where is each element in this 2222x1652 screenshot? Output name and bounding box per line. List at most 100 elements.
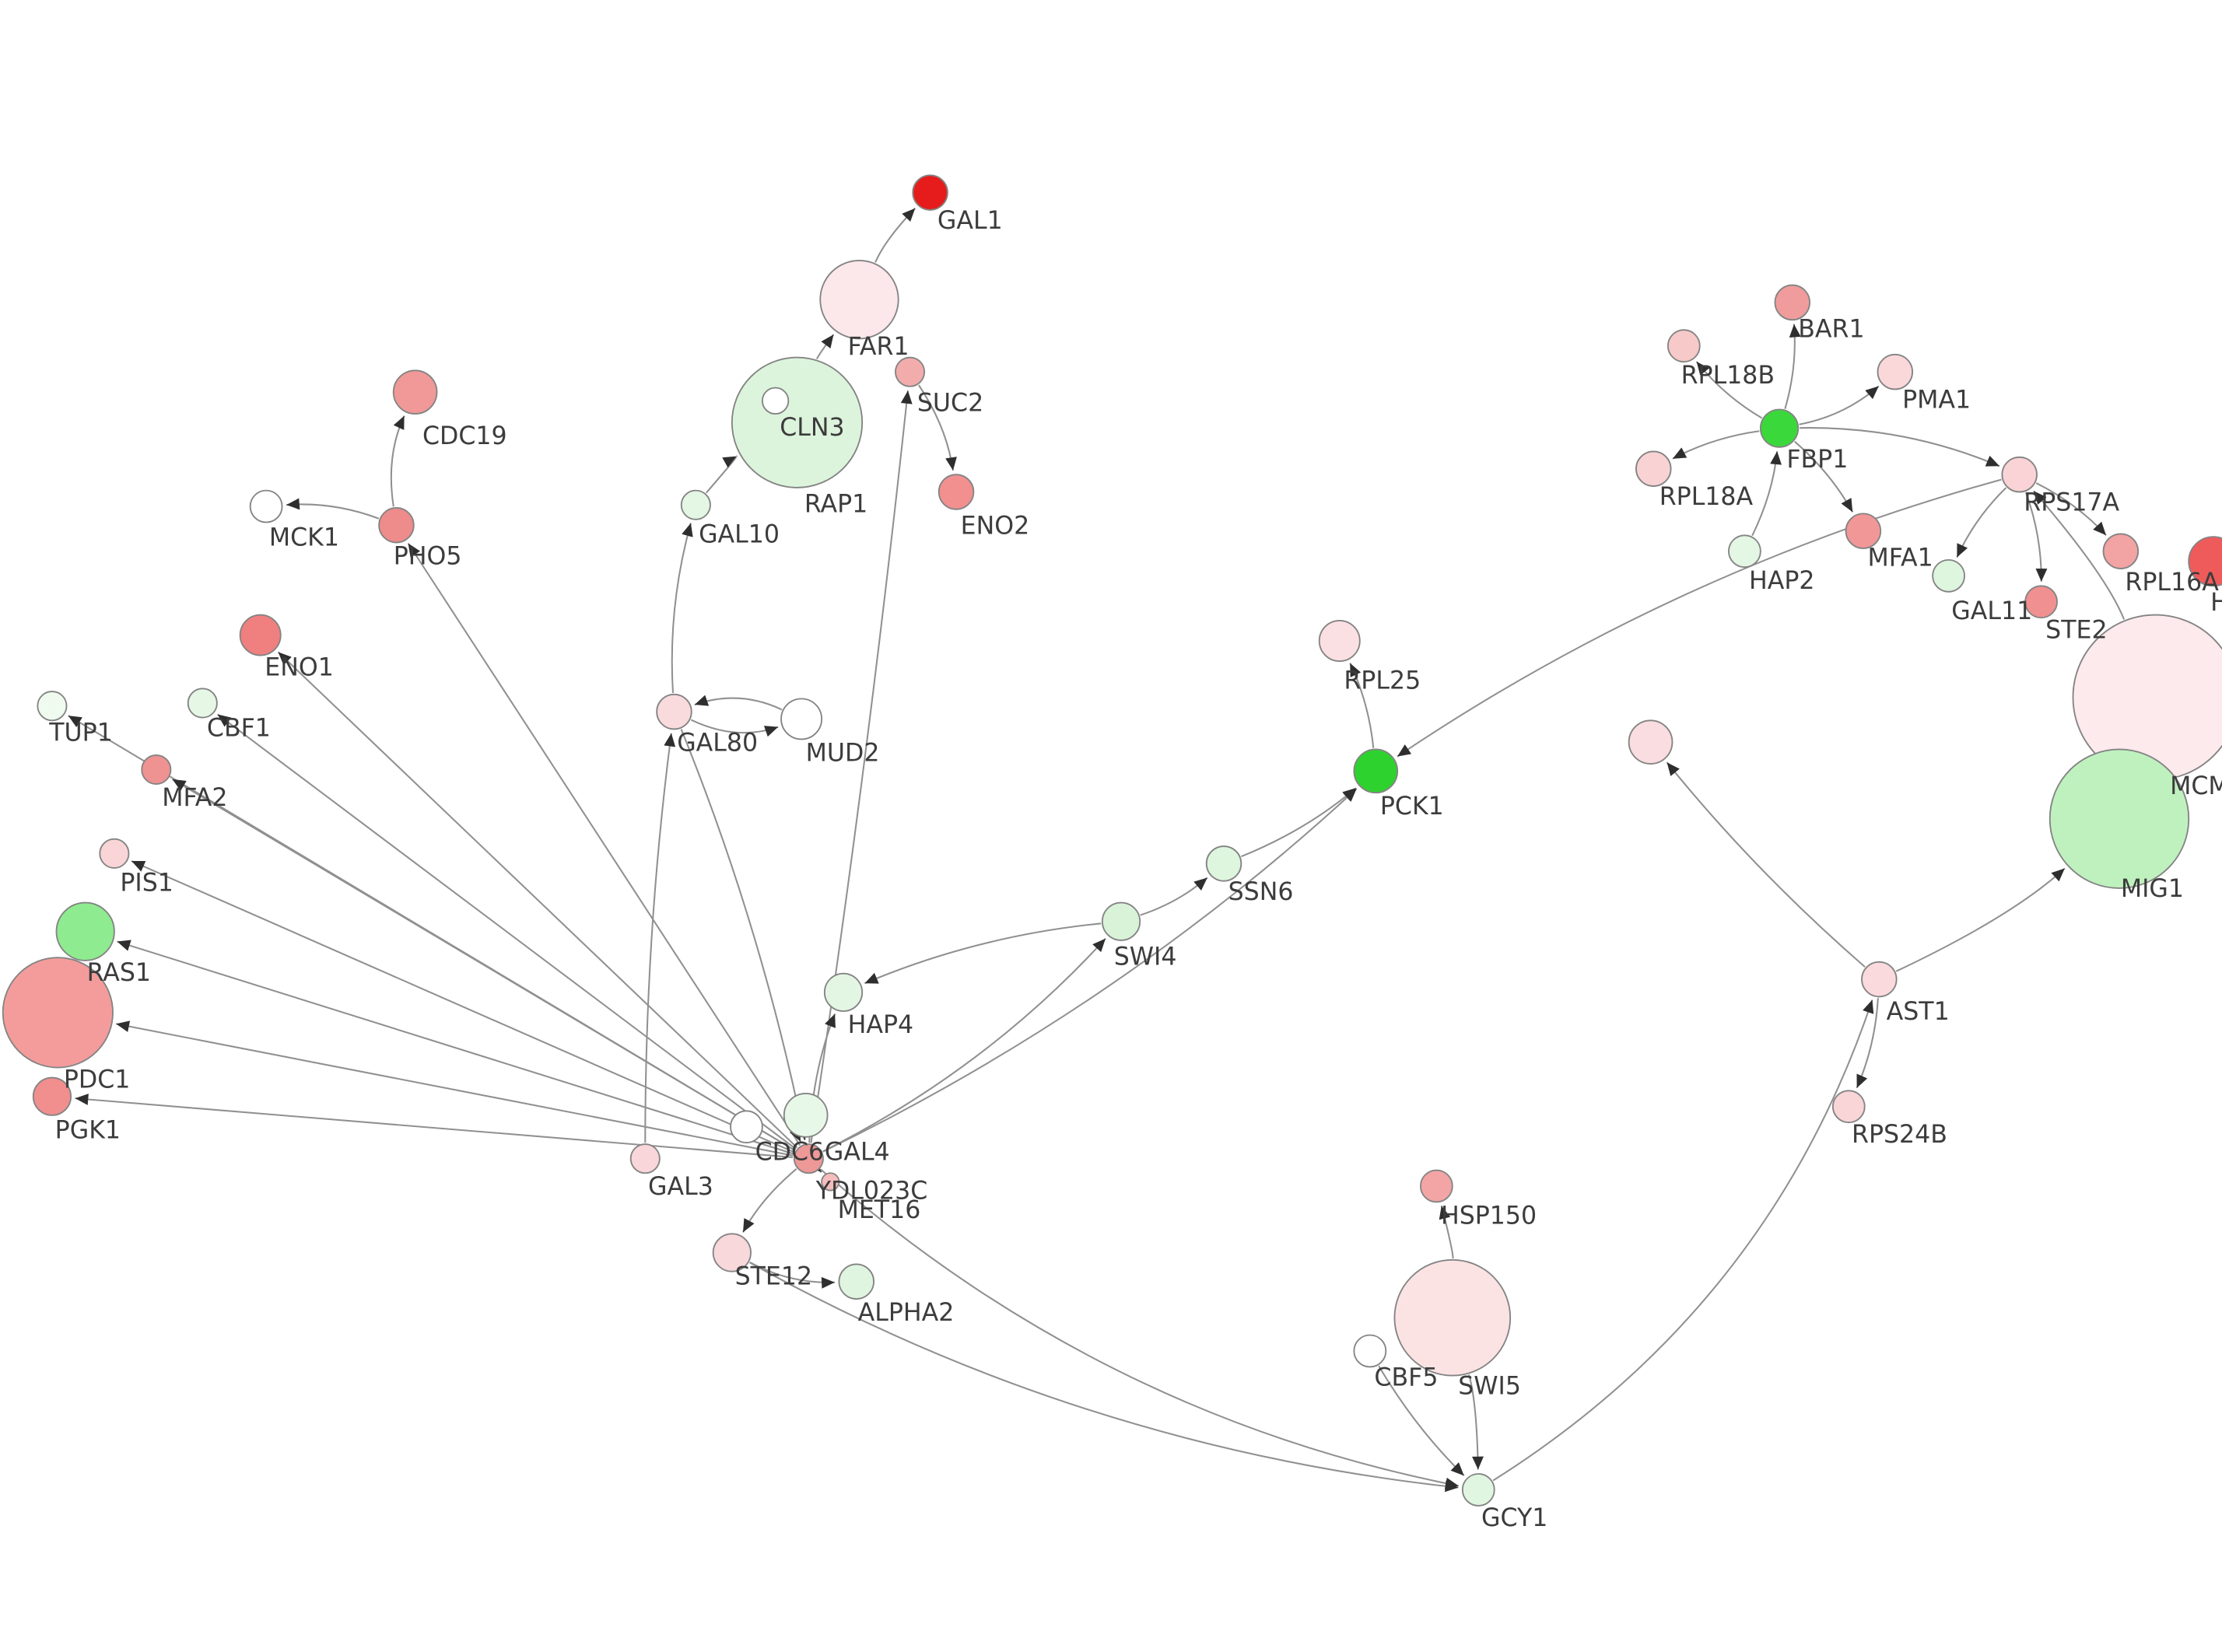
node-RPL16A[interactable]	[2102, 533, 2140, 569]
edge-GAL4-RAS1[interactable]	[117, 940, 794, 1155]
node-YDL023C[interactable]	[730, 1110, 763, 1144]
arrowhead-AST1-MIG1	[2051, 868, 2065, 882]
node-BAR1[interactable]	[1774, 284, 1811, 321]
edge-GAL10-CLN3[interactable]	[705, 455, 738, 494]
edge-GAL4-PDC1[interactable]	[116, 1023, 794, 1157]
node-ENO2[interactable]	[938, 474, 975, 510]
node-label-FAR1: FAR1	[848, 333, 909, 361]
node-FBP1[interactable]	[1759, 408, 1800, 448]
node-ENO1[interactable]	[239, 614, 282, 656]
edge-PHO5-MCK1[interactable]	[286, 503, 380, 520]
edge-FBP1-RPL18A[interactable]	[1672, 430, 1760, 460]
node-GCY1[interactable]	[1461, 1473, 1495, 1507]
edge-GAL80-GAL10[interactable]	[671, 523, 692, 694]
node-PGK1[interactable]	[32, 1076, 72, 1116]
arrowhead-FBP1-BAR1	[1789, 324, 1801, 338]
edge-GAL4-PIS1[interactable]	[131, 860, 795, 1153]
node-PIS1[interactable]	[99, 838, 130, 869]
edge-SSN6-PCK1[interactable]	[1241, 787, 1357, 858]
node-PMA1[interactable]	[1877, 353, 1914, 390]
edge-GAL4-SWI4[interactable]	[822, 938, 1106, 1153]
node-CDC19[interactable]	[392, 369, 438, 415]
node-MFA2[interactable]	[141, 754, 172, 786]
edge-GAL4-MFA2[interactable]	[172, 778, 796, 1152]
arrowhead-SWI5-GCY1	[1472, 1456, 1484, 1470]
edge-SWI5-GCY1[interactable]	[1468, 1374, 1479, 1470]
arrowhead-GAL10-CLN3	[722, 456, 737, 468]
node-ALPHA2[interactable]	[838, 1263, 874, 1300]
node-SUC2[interactable]	[895, 356, 926, 387]
arrowhead-GAL4-PCK1	[1343, 789, 1357, 802]
edge-GAL3-GAL80[interactable]	[644, 733, 672, 1143]
node-PHO5[interactable]	[378, 507, 415, 544]
node-MIG1[interactable]	[2049, 748, 2190, 889]
edge-GAL4-GCY1[interactable]	[820, 1168, 1459, 1487]
edge-GAL4-PHO5[interactable]	[407, 543, 801, 1146]
node-PDC1[interactable]	[2, 957, 114, 1069]
node-AST1[interactable]	[1861, 961, 1898, 998]
edge-MCM1-RPS17A[interactable]	[2033, 490, 2126, 620]
node-GAL3[interactable]	[629, 1143, 661, 1174]
node-label-YDL023C: YDL023C	[815, 1178, 928, 1206]
node-CBF1[interactable]	[187, 688, 218, 719]
node-label-SWI5: SWI5	[1458, 1373, 1521, 1401]
edge-PHO5-CDC19[interactable]	[390, 415, 405, 507]
edge-STE12-GCY1[interactable]	[749, 1262, 1459, 1489]
node-NODE1[interactable]	[1628, 719, 1674, 765]
arrowhead-GCY1-AST1	[1863, 999, 1874, 1014]
node-TUP1[interactable]	[37, 691, 68, 722]
node-RPL18B[interactable]	[1666, 329, 1701, 363]
node-GAL4[interactable]	[793, 1143, 824, 1174]
node-HAP2[interactable]	[1728, 534, 1761, 569]
edge-RPS17A-PCK1[interactable]	[1397, 478, 2002, 758]
node-HIS4[interactable]	[2188, 536, 2222, 587]
node-RPL18A[interactable]	[1635, 450, 1672, 487]
node-PCK1[interactable]	[1353, 748, 1399, 794]
node-label-AST1: AST1	[1887, 998, 1950, 1026]
arrowhead-FAR1-GAL1	[902, 208, 916, 222]
edge-AST1-NODE1[interactable]	[1666, 761, 1866, 968]
node-label-GAL3: GAL3	[648, 1173, 713, 1201]
arrowhead-GAL4-MFA2	[172, 779, 187, 791]
node-CDC6[interactable]	[783, 1093, 829, 1138]
edge-GAL80-GAL4[interactable]	[680, 729, 806, 1141]
node-GAL11[interactable]	[1932, 558, 1965, 593]
node-MCK1[interactable]	[249, 489, 283, 523]
edge-SWI4-HAP4[interactable]	[864, 922, 1102, 985]
node-label-GCY1: GCY1	[1481, 1504, 1547, 1532]
node-label-HAP4: HAP4	[848, 1011, 914, 1039]
edge-GAL4-ENO1[interactable]	[277, 651, 798, 1149]
arrowhead-SWI4-SSN6	[1193, 877, 1207, 891]
edge-AST1-MIG1[interactable]	[1895, 867, 2066, 972]
arrowhead-SWI5-HSP150	[1439, 1206, 1451, 1220]
node-label-MIG1: MIG1	[2121, 875, 2184, 903]
node-GAL10[interactable]	[680, 489, 711, 520]
edge-GAL4-PGK1[interactable]	[75, 1097, 794, 1159]
edge-GCY1-AST1[interactable]	[1492, 999, 1873, 1482]
node-MUD2[interactable]	[780, 698, 823, 740]
node-SWI5[interactable]	[1393, 1258, 1512, 1377]
node-GAL1[interactable]	[912, 174, 948, 211]
node-MFA1[interactable]	[1845, 513, 1882, 549]
node-HAP4[interactable]	[823, 972, 864, 1012]
node-SWI4[interactable]	[1101, 901, 1141, 941]
node-RPL25[interactable]	[1318, 620, 1361, 662]
arrowhead-MCM1-RPS17A	[2033, 491, 2047, 505]
edge-GAL4-PCK1[interactable]	[822, 788, 1358, 1153]
node-RPS24B[interactable]	[1831, 1090, 1866, 1124]
edge-CBF5-GCY1[interactable]	[1378, 1365, 1465, 1476]
node-GAL80[interactable]	[656, 693, 692, 730]
node-HSP150[interactable]	[1419, 1169, 1453, 1203]
node-RAP1[interactable]	[761, 387, 790, 415]
node-RPS17A[interactable]	[2001, 456, 2038, 493]
node-FAR1[interactable]	[819, 260, 899, 340]
node-SSN6[interactable]	[1205, 845, 1242, 882]
edge-GAL4-CBF1[interactable]	[217, 713, 797, 1150]
node-CBF5[interactable]	[1353, 1334, 1387, 1368]
edge-FBP1-RPS17A[interactable]	[1800, 427, 2000, 467]
node-CLN3[interactable]	[731, 356, 864, 488]
node-STE12[interactable]	[712, 1233, 752, 1272]
node-RAS1[interactable]	[55, 901, 115, 961]
node-MET16[interactable]	[821, 1172, 840, 1192]
node-STE2[interactable]	[2024, 585, 2058, 619]
